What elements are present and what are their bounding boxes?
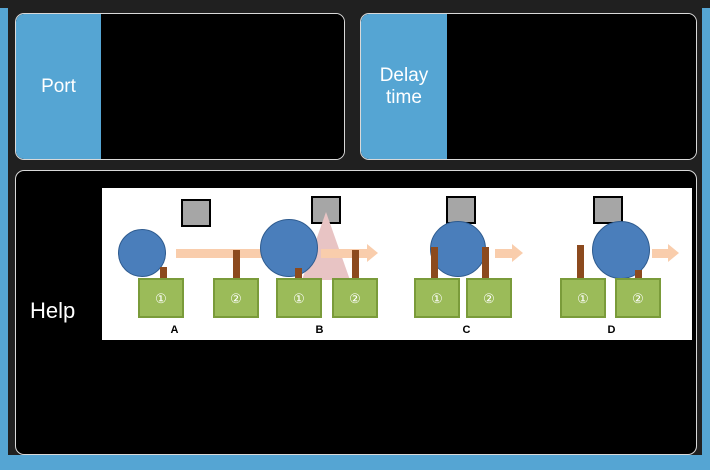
post-box2 xyxy=(233,250,240,280)
figure-panel-c: ① ② C xyxy=(394,188,539,340)
green-box-2-number: ② xyxy=(349,290,361,306)
blue-circle-icon xyxy=(260,219,318,277)
figure-panel-d-label: D xyxy=(607,324,616,336)
green-box-2: ② xyxy=(615,278,661,318)
gray-square-icon xyxy=(593,196,623,224)
flow-arrow-icon xyxy=(321,244,378,262)
card-port-body[interactable] xyxy=(101,14,344,159)
green-box-2: ② xyxy=(332,278,378,318)
card-port[interactable]: Port xyxy=(15,13,345,160)
green-box-2-number: ② xyxy=(632,290,644,306)
blue-circle-icon xyxy=(118,229,166,277)
green-box-2-number: ② xyxy=(483,290,495,306)
figure-panel-d: ① ② D xyxy=(539,188,684,340)
card-delay-time-body[interactable] xyxy=(447,14,696,159)
figure-panel-b: ① ② B xyxy=(247,188,392,340)
figure-panel-c-label: C xyxy=(462,324,471,336)
green-box-1-number: ① xyxy=(577,290,589,306)
post-box1 xyxy=(160,267,167,279)
help-figure: ① ② A ① ② B xyxy=(102,188,692,340)
green-box-1: ① xyxy=(276,278,322,318)
post-box2 xyxy=(352,250,359,280)
bottom-accent-bar xyxy=(0,455,710,470)
card-delay-time-tab-label-line1: Delay xyxy=(379,64,429,86)
figure-panel-b-label: B xyxy=(315,324,324,336)
card-delay-time-tab[interactable]: Delay time xyxy=(361,14,447,159)
right-accent-bar xyxy=(702,8,710,463)
green-box-1: ① xyxy=(414,278,460,318)
help-label: Help xyxy=(30,298,76,323)
flow-arrow-icon xyxy=(652,244,679,262)
green-box-2: ② xyxy=(213,278,259,318)
green-box-1-number: ① xyxy=(155,290,167,306)
figure-panel-a-label: A xyxy=(170,324,179,336)
post-box1 xyxy=(295,268,302,282)
post-box1 xyxy=(577,245,584,280)
green-box-2: ② xyxy=(466,278,512,318)
post-box2 xyxy=(635,270,642,281)
card-port-tab[interactable]: Port xyxy=(16,14,101,159)
card-delay-time[interactable]: Delay time xyxy=(360,13,697,160)
figure-panel-a: ① ② A xyxy=(102,188,289,340)
blue-circle-icon xyxy=(430,221,486,277)
flow-arrow-icon xyxy=(495,244,523,262)
green-box-1: ① xyxy=(138,278,184,318)
left-accent-bar xyxy=(0,8,8,463)
post-box2 xyxy=(482,247,489,280)
green-box-2-number: ② xyxy=(230,290,242,306)
card-port-tab-label: Port xyxy=(41,75,76,97)
gray-square-icon xyxy=(446,196,476,224)
gray-square-icon xyxy=(181,199,211,227)
card-delay-time-tab-label-line2: time xyxy=(386,86,422,108)
green-box-1-number: ① xyxy=(431,290,443,306)
green-box-1: ① xyxy=(560,278,606,318)
green-box-1-number: ① xyxy=(293,290,305,306)
post-box1 xyxy=(431,247,438,280)
